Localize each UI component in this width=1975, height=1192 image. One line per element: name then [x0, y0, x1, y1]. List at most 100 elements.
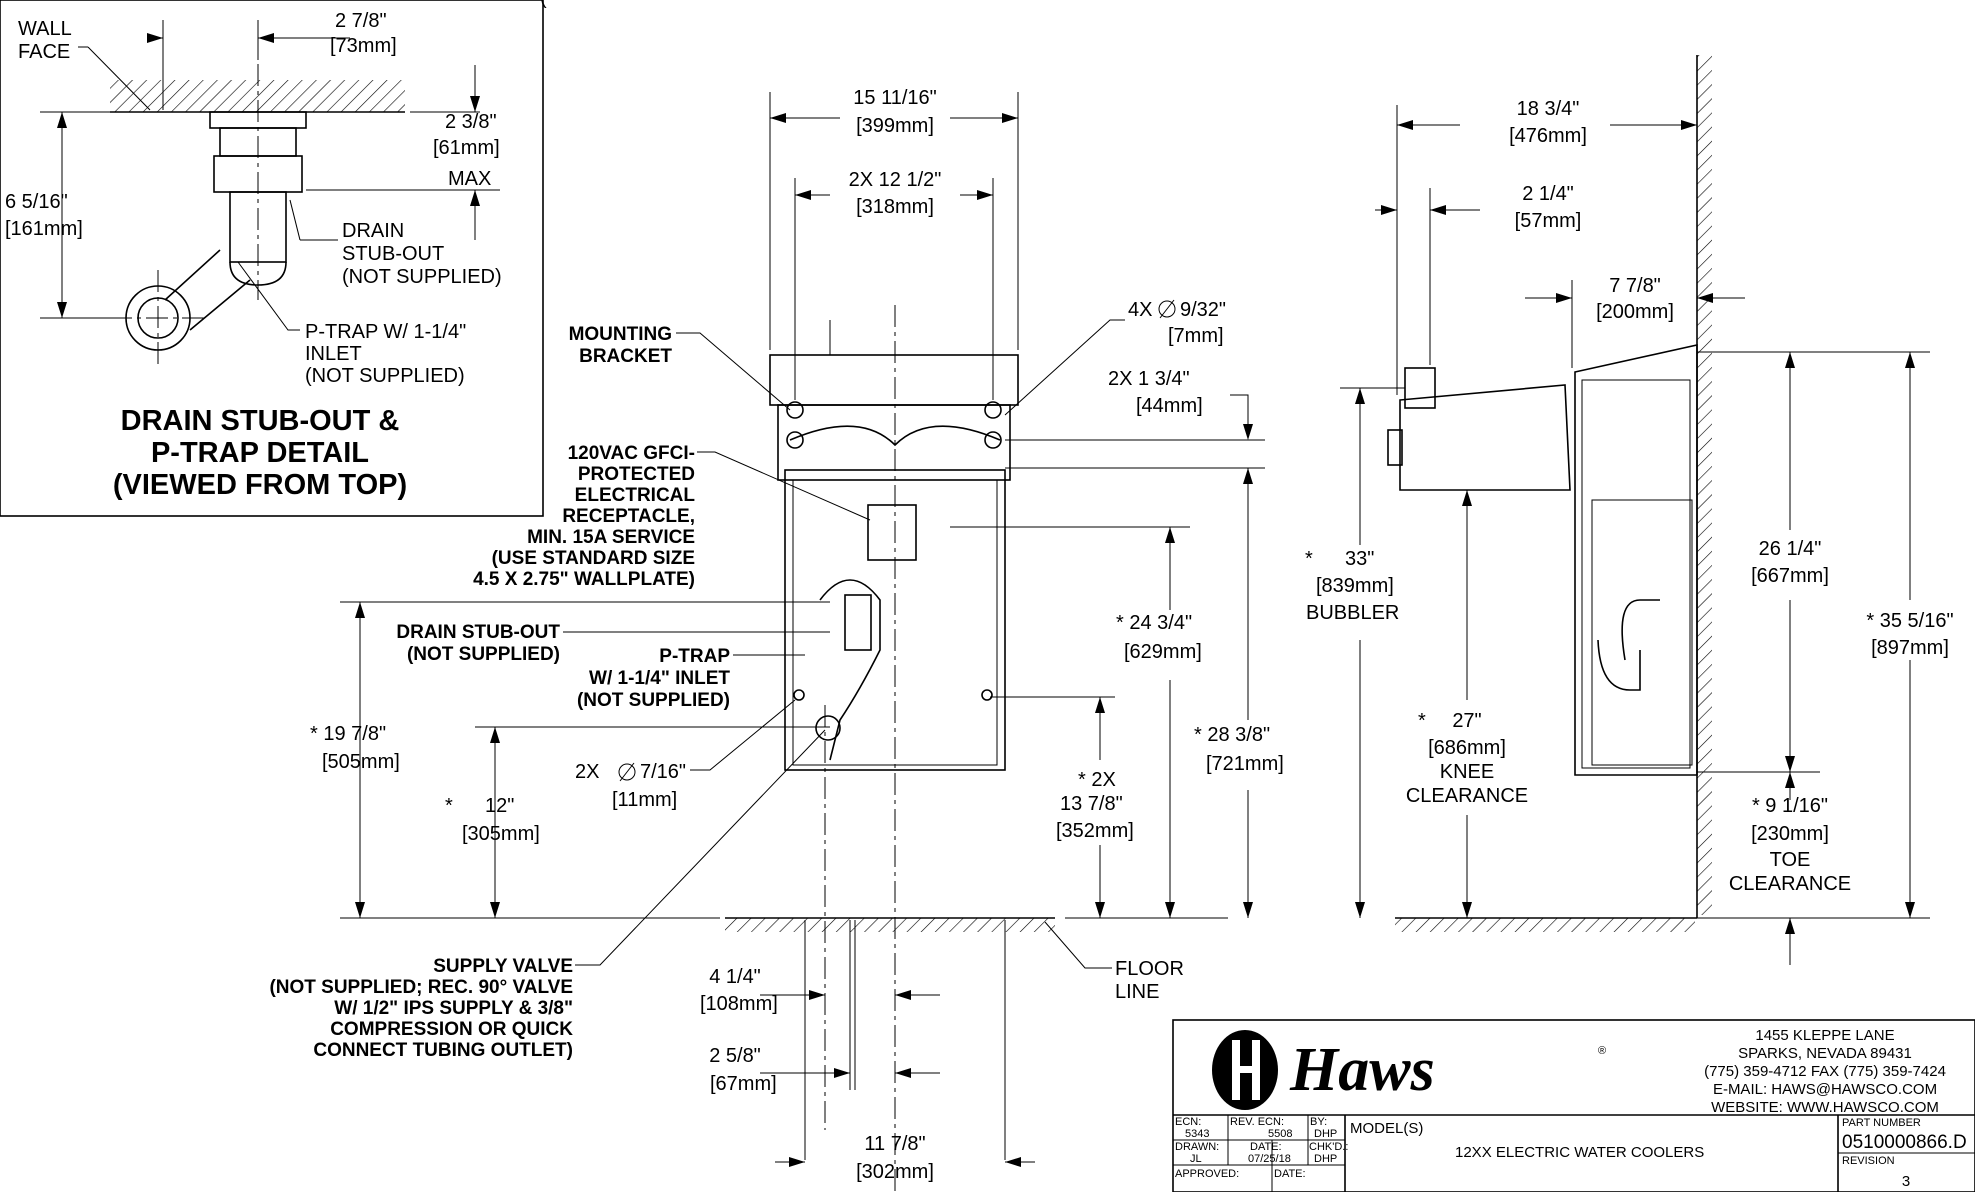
svg-text:(NOT SUPPLIED): (NOT SUPPLIED) — [577, 690, 730, 711]
svg-text:E-MAIL: HAWS@HAWSCO.COM: E-MAIL: HAWS@HAWSCO.COM — [1713, 1081, 1937, 1098]
svg-text:CONNECT TUBING OUTLET): CONNECT TUBING OUTLET) — [313, 1040, 573, 1061]
svg-text:BUBBLER: BUBBLER — [1306, 602, 1399, 624]
top-note: ( — [540, 0, 547, 9]
svg-text:11 7/8": 11 7/8" — [864, 1133, 925, 1155]
revision-number: 3 — [1902, 1173, 1910, 1190]
svg-text:(VIEWED FROM TOP): (VIEWED FROM TOP) — [113, 469, 407, 501]
svg-text:[476mm]: [476mm] — [1509, 125, 1587, 147]
drain-detail: ( WALL FACE — [0, 0, 547, 517]
svg-text:[352mm]: [352mm] — [1056, 820, 1134, 842]
svg-text:LINE: LINE — [1115, 981, 1159, 1003]
svg-text:COMPRESSION OR QUICK: COMPRESSION OR QUICK — [330, 1019, 573, 1040]
detail-title: DRAIN STUB-OUT & P-TRAP DETAIL (VIEWED F… — [113, 405, 407, 501]
detail-wall-face-label: WALL FACE — [18, 18, 72, 63]
dim-side-depth: 18 3/4" [476mm] — [1509, 98, 1587, 147]
svg-text:CLEARANCE: CLEARANCE — [1729, 873, 1851, 895]
side-basin — [1399, 384, 1571, 491]
mounting-bracket-label: MOUNTING BRACKET — [569, 324, 791, 411]
svg-text:P-TRAP W/ 1-1/4": P-TRAP W/ 1-1/4" — [305, 321, 466, 343]
svg-text:2X 12 1/2": 2X 12 1/2" — [849, 169, 942, 191]
svg-text:P-TRAP: P-TRAP — [659, 646, 730, 667]
svg-text:[108mm]: [108mm] — [700, 993, 778, 1015]
svg-text:[61mm]: [61mm] — [433, 137, 500, 159]
svg-text:7/16": 7/16" — [640, 761, 686, 783]
svg-text:[200mm]: [200mm] — [1596, 301, 1674, 323]
svg-text:BRACKET: BRACKET — [579, 346, 672, 367]
dim-knee-clearance: * 27" [686mm] KNEE CLEARANCE — [1406, 710, 1528, 807]
svg-text:DRAWN:: DRAWN: — [1175, 1141, 1219, 1153]
supply-valve-label: SUPPLY VALVE (NOT SUPPLIED; REC. 90° VAL… — [269, 729, 826, 1061]
svg-text:[399mm]: [399mm] — [856, 115, 934, 137]
svg-text:* 24 3/4": * 24 3/4" — [1116, 612, 1192, 634]
ptrap-label: P-TRAP W/ 1-1/4" INLET (NOT SUPPLIED) — [577, 646, 805, 711]
svg-text:DRAIN: DRAIN — [342, 220, 404, 242]
part-number-label: PART NUMBER — [1842, 1117, 1921, 1129]
svg-text:2 7/8": 2 7/8" — [335, 10, 387, 32]
dim-4-1-4: 4 1/4" [108mm] — [700, 966, 778, 1015]
svg-text:ECN:: ECN: — [1175, 1116, 1201, 1128]
revision-table: ECN: 5343 REV. ECN: 5508 BY: DHP DRAWN: … — [1175, 1116, 1348, 1180]
svg-text:ELECTRICAL: ELECTRICAL — [575, 485, 696, 506]
svg-text:DATE:: DATE: — [1250, 1141, 1282, 1153]
svg-text:SPARKS, NEVADA 89431: SPARKS, NEVADA 89431 — [1738, 1045, 1912, 1062]
detail-ptrap-label: P-TRAP W/ 1-1/4" INLET (NOT SUPPLIED) — [305, 321, 466, 387]
svg-text:Haws: Haws — [1289, 1036, 1435, 1104]
svg-text:W/ 1/2" IPS SUPPLY & 3/8": W/ 1/2" IPS SUPPLY & 3/8" — [334, 998, 573, 1019]
dim-body-depth: 7 7/8" [200mm] — [1596, 275, 1674, 323]
svg-text:15 11/16": 15 11/16" — [853, 87, 936, 109]
svg-text:FACE: FACE — [18, 41, 70, 63]
svg-text:(NOT SUPPLIED; REC. 90° VALVE: (NOT SUPPLIED; REC. 90° VALVE — [269, 977, 573, 998]
dim-drain-height: * 19 7/8" [505mm] — [310, 723, 400, 773]
dim-lower-height: * 2X 13 7/8" [352mm] — [1056, 769, 1134, 842]
svg-text:2 1/4": 2 1/4" — [1522, 183, 1574, 205]
svg-text:*: * — [1418, 710, 1426, 732]
svg-text:MOUNTING: MOUNTING — [569, 324, 672, 345]
dim-receptacle-height: * 24 3/4" [629mm] — [1116, 612, 1202, 663]
svg-text:4.5 X 2.75" WALLPLATE): 4.5 X 2.75" WALLPLATE) — [473, 569, 695, 590]
holes-bottom-label: 2X 7/16" [11mm] — [575, 699, 796, 811]
svg-text:INLET: INLET — [305, 343, 362, 365]
svg-text:2X 1 3/4": 2X 1 3/4" — [1108, 368, 1190, 390]
front-view: 15 11/16" [399mm] 2X 12 1/2" [318mm] MOU… — [269, 87, 1284, 1192]
drain-stub-label: DRAIN STUB-OUT (NOT SUPPLIED) — [396, 622, 830, 665]
svg-text:6 5/16": 6 5/16" — [5, 191, 68, 213]
haws-logo: Haws ® — [1212, 1030, 1606, 1110]
svg-text:*: * — [445, 795, 453, 817]
svg-text:REV. ECN:: REV. ECN: — [1230, 1116, 1284, 1128]
svg-text:STUB-OUT: STUB-OUT — [342, 243, 444, 265]
svg-text:SUPPLY VALVE: SUPPLY VALVE — [433, 956, 573, 977]
svg-text:18 3/4": 18 3/4" — [1517, 98, 1580, 120]
side-housing — [1574, 344, 1698, 776]
detail-frame — [0, 0, 544, 517]
svg-text:RECEPTACLE,: RECEPTACLE, — [562, 506, 695, 527]
floor-line-label: FLOOR LINE — [1044, 921, 1184, 1003]
model-label: MODEL(S) — [1350, 1120, 1423, 1137]
svg-text:DHP: DHP — [1314, 1153, 1337, 1165]
svg-text:[302mm]: [302mm] — [856, 1161, 934, 1183]
svg-text:®: ® — [1598, 1045, 1606, 1057]
svg-text:JL: JL — [1190, 1153, 1202, 1165]
svg-text:(NOT SUPPLIED): (NOT SUPPLIED) — [305, 365, 465, 387]
dim-toe-clearance: * 9 1/16" [230mm] TOE CLEARANCE — [1729, 795, 1851, 895]
svg-text:5343: 5343 — [1185, 1128, 1209, 1140]
svg-text:(775) 359-4712 FAX (775) 359-: (775) 359-4712 FAX (775) 359-7424 — [1704, 1063, 1946, 1080]
svg-text:* 19 7/8": * 19 7/8" — [310, 723, 386, 745]
svg-text:[686mm]: [686mm] — [1428, 737, 1506, 759]
dim-mount-width: 2X 12 1/2" [318mm] — [849, 169, 942, 218]
dim-overall-width: 15 11/16" [399mm] — [853, 87, 936, 137]
svg-text:12": 12" — [485, 795, 514, 817]
floor-hatch — [725, 918, 1055, 932]
svg-text:CHK'D.:: CHK'D.: — [1309, 1141, 1348, 1153]
svg-text:*: * — [1305, 548, 1313, 570]
dim-11-7-8: 11 7/8" [302mm] — [856, 1133, 934, 1183]
dim-supply-height: * 12" [305mm] — [445, 795, 540, 845]
part-number: 0510000866.D — [1842, 1132, 1967, 1153]
svg-text:FLOOR: FLOOR — [1115, 958, 1184, 980]
svg-text:[721mm]: [721mm] — [1206, 753, 1284, 775]
svg-text:[7mm]: [7mm] — [1168, 325, 1224, 347]
holes-top-label: 4X 9/32" [7mm] — [1004, 299, 1226, 416]
svg-text:26 1/4": 26 1/4" — [1759, 538, 1822, 560]
svg-text:[318mm]: [318mm] — [856, 196, 934, 218]
dim-bubbler-offset: 2 1/4" [57mm] — [1515, 183, 1582, 232]
